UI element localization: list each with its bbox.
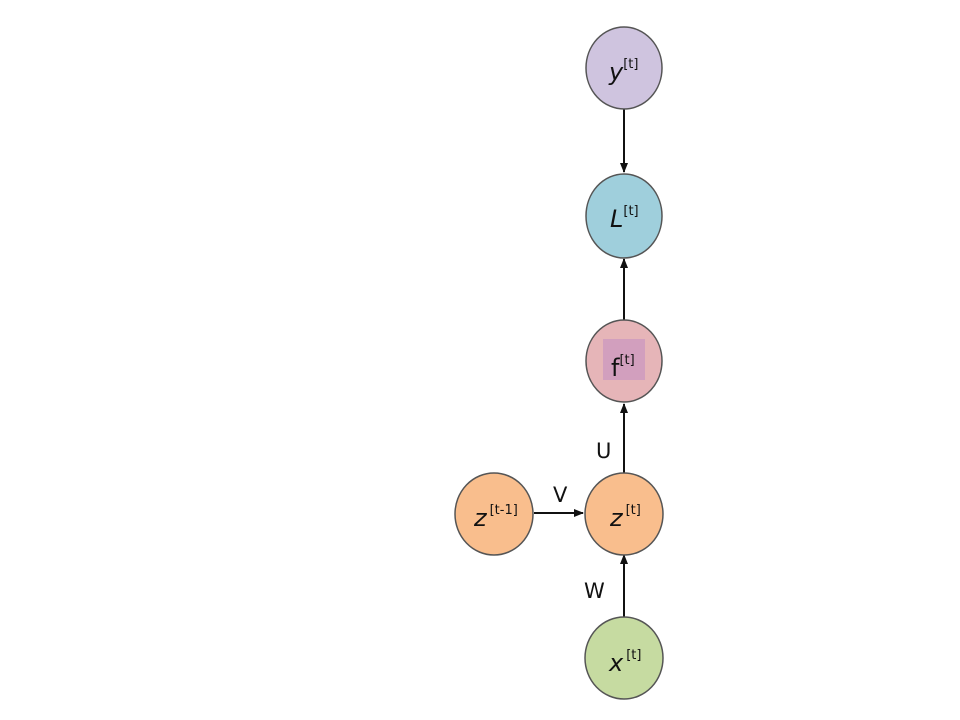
node-f-sup: [t] <box>619 353 634 368</box>
node-l-sup: [t] <box>623 204 638 219</box>
edge-label-u: U <box>596 439 611 463</box>
edge-label-v: V <box>553 483 568 507</box>
node-z-sup: [t] <box>626 503 641 518</box>
node-y: y[t] <box>585 26 663 110</box>
node-x-var: x <box>608 649 624 677</box>
node-z-prev: z[t-1] <box>454 472 534 556</box>
node-l-var: L <box>610 205 623 233</box>
node-f: f[t] <box>585 319 663 403</box>
node-x-sup: [t] <box>626 648 641 663</box>
node-z-prev-circle <box>454 472 534 556</box>
svg-text:z[t-1]: z[t-1] <box>473 503 518 532</box>
svg-text:x[t]: x[t] <box>608 648 641 677</box>
node-f-var: f <box>611 354 620 382</box>
svg-text:z[t]: z[t] <box>609 503 641 532</box>
edge-label-w: W <box>584 579 605 603</box>
node-z-var: z <box>609 504 624 532</box>
node-z-circle <box>584 472 664 556</box>
svg-text:f[t]: f[t] <box>611 353 635 382</box>
node-z-prev-sup: [t-1] <box>490 503 518 518</box>
node-f-highlight <box>603 339 645 380</box>
node-l: L[t] <box>585 173 663 259</box>
node-y-circle <box>585 26 663 110</box>
node-z: z[t] <box>584 472 664 556</box>
node-x-circle <box>584 616 664 700</box>
node-y-var: y <box>608 58 624 86</box>
node-z-prev-var: z <box>473 504 488 532</box>
node-y-sup: [t] <box>623 57 638 72</box>
node-l-circle <box>585 173 663 259</box>
node-x: x[t] <box>584 616 664 700</box>
svg-text:y[t]: y[t] <box>608 57 638 86</box>
svg-text:L[t]: L[t] <box>610 204 639 233</box>
